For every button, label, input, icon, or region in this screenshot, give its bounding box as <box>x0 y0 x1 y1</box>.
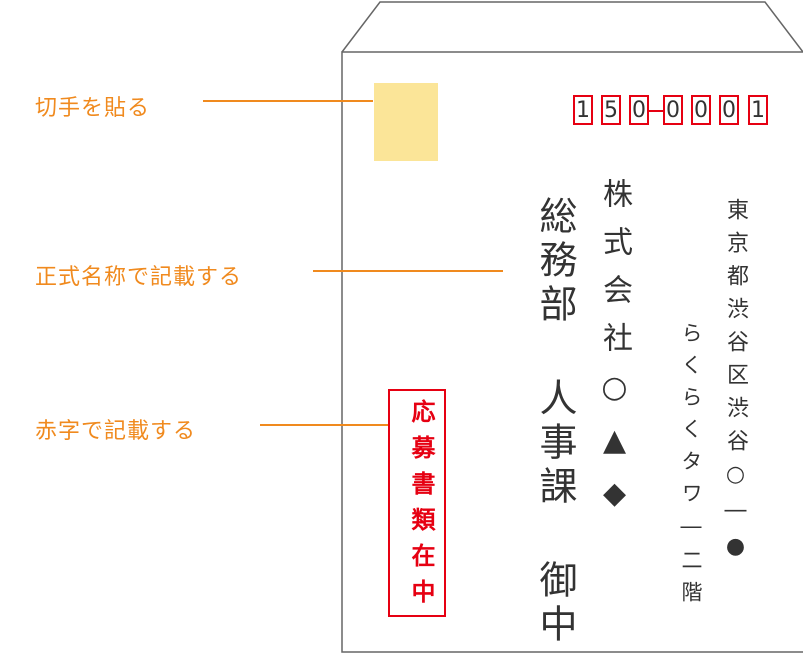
red-text-leader-line <box>260 424 388 426</box>
postal-digit: 0 <box>629 95 649 125</box>
address-line1: 東京都渋谷区渋谷○―● <box>723 198 748 570</box>
stamp-area <box>374 83 438 161</box>
red-text-annotation: 赤字で記載する <box>35 419 197 444</box>
company-name: 株式会社○▲◆ <box>597 178 632 529</box>
department-name: 総務部 人事課 御中 <box>533 196 577 648</box>
postal-hyphen <box>649 110 663 112</box>
stamp-annotation: 切手を貼る <box>35 96 151 121</box>
application-mark: 応募書類在中 <box>407 399 435 615</box>
postal-digit: 1 <box>573 95 593 125</box>
postal-digit: 1 <box>748 95 768 125</box>
postal-digit: 0 <box>719 95 739 125</box>
official-name-leader-line <box>313 270 503 272</box>
official-name-annotation: 正式名称で記載する <box>35 265 243 290</box>
address-line2: らくらくタワ―二階 <box>679 322 703 613</box>
postal-digit: 5 <box>601 95 621 125</box>
application-mark-box: 応募書類在中 <box>388 389 446 617</box>
postal-digit: 0 <box>691 95 711 125</box>
postal-digit: 0 <box>663 95 683 125</box>
stamp-leader-line <box>203 100 373 102</box>
